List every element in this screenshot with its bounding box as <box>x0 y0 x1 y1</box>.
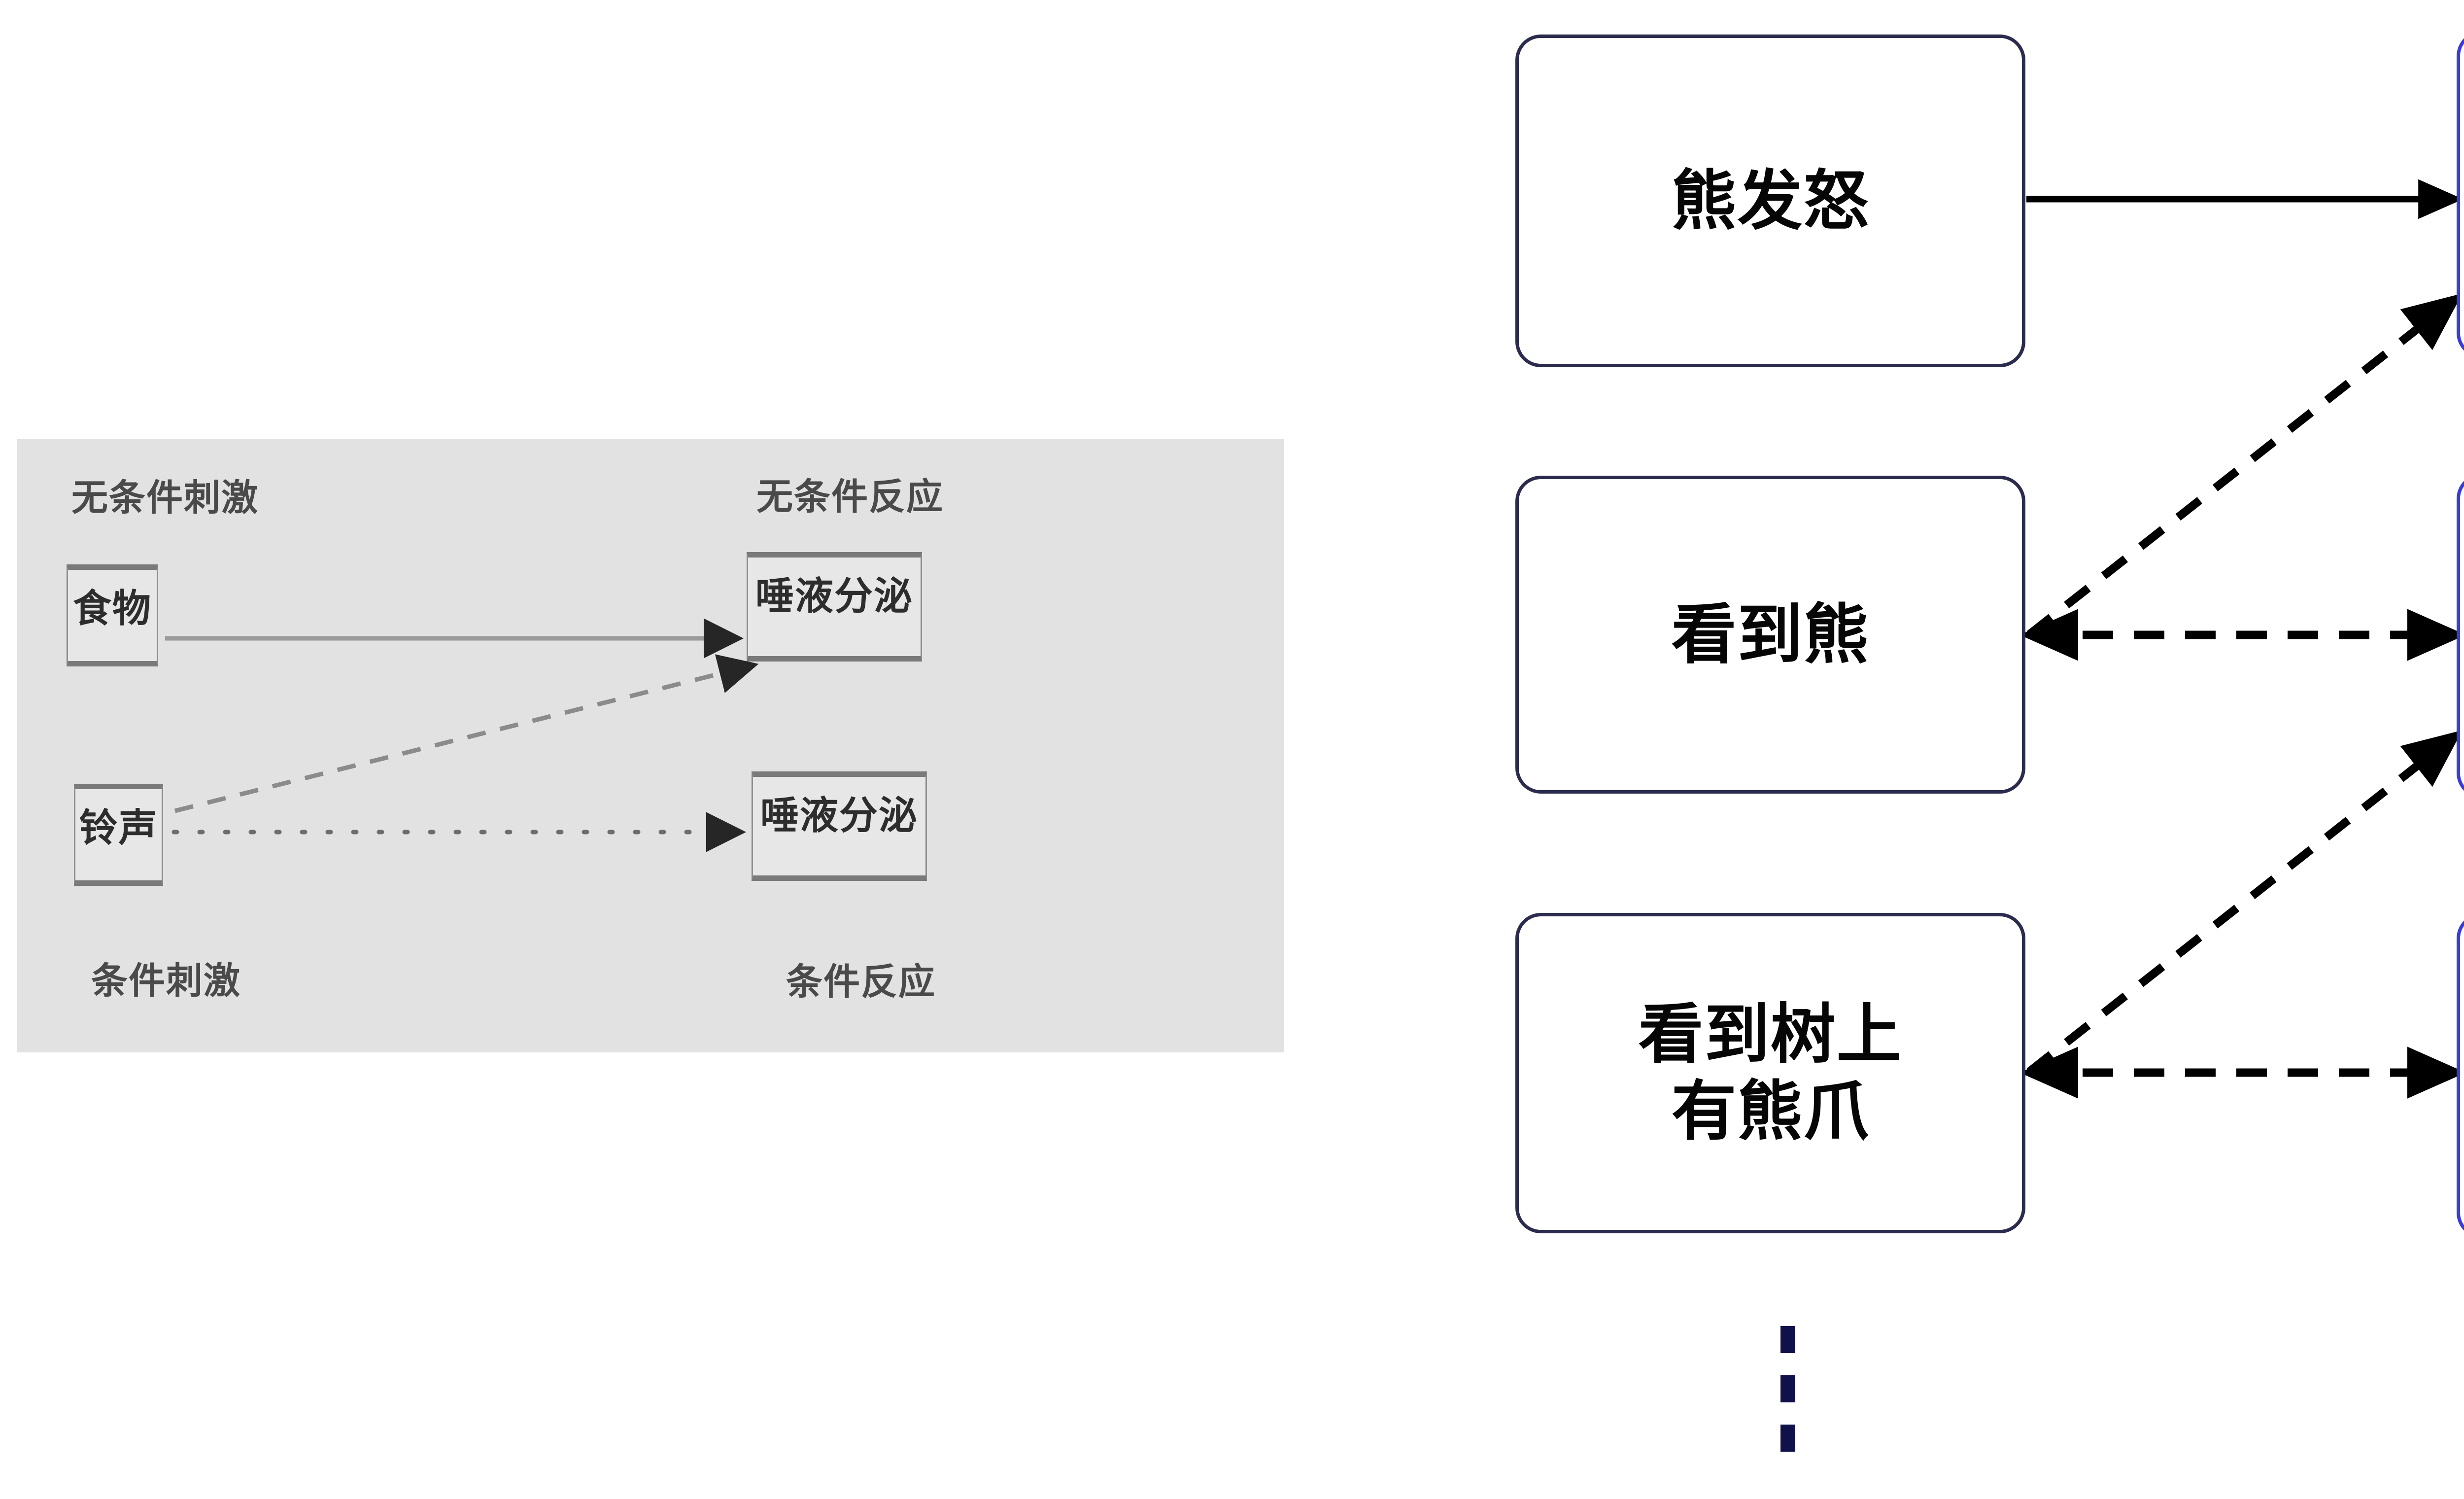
ellipsis-states <box>1780 1326 1795 1452</box>
label-conditioned-stimulus: 条件刺激 <box>91 960 241 1001</box>
node-bear-angry-label: 熊发怒 <box>1671 164 1870 237</box>
box-food: 食物 <box>67 564 158 666</box>
edge-see-claw-to-v-s-prime <box>2026 730 2463 1075</box>
node-see-claw-label: 看到树上 有熊爪 <box>1639 996 1903 1150</box>
ellipsis-dot <box>1780 1326 1795 1353</box>
edge-bell-to-salivation-top <box>174 654 759 813</box>
box-bell-label: 铃声 <box>79 806 158 849</box>
box-salivation-bottom-label: 唾液分泌 <box>760 794 918 837</box>
edge-see-bear-to-reward <box>2026 293 2463 638</box>
node-see-claw-line1: 看到树上 <box>1638 998 1903 1071</box>
label-unconditioned-stimulus: 无条件刺激 <box>71 477 259 518</box>
node-see-claw[interactable]: 看到树上 有熊爪 <box>1515 913 2025 1233</box>
label-conditioned-response: 条件反应 <box>786 961 936 1002</box>
node-see-bear[interactable]: 看到熊 <box>1515 476 2025 794</box>
node-v-s-prime[interactable]: V(s′) <box>2457 473 2464 799</box>
label-unconditioned-response: 无条件反应 <box>756 476 944 517</box>
node-v-s[interactable]: V(s) <box>2457 913 2464 1238</box>
ellipsis-dot <box>1780 1375 1795 1402</box>
box-bell: 铃声 <box>74 784 163 886</box>
box-food-label: 食物 <box>72 587 152 630</box>
node-see-bear-label: 看到熊 <box>1671 598 1870 671</box>
node-see-claw-line2: 有熊爪 <box>1671 1075 1870 1148</box>
ellipsis-dot <box>1780 1425 1795 1452</box>
classical-conditioning-panel: 无条件刺激 无条件反应 食物 铃声 唾液分泌 唾液分泌 条件刺激 条件反应 <box>17 439 1284 1052</box>
box-salivation-top: 唾液分泌 <box>747 552 922 662</box>
box-salivation-bottom: 唾液分泌 <box>752 771 927 881</box>
classical-conditioning-edges <box>165 618 759 852</box>
node-reward[interactable]: 奖励 <box>2457 31 2464 358</box>
box-salivation-top-label: 唾液分泌 <box>755 574 913 618</box>
node-bear-angry[interactable]: 熊发怒 <box>1515 35 2025 367</box>
